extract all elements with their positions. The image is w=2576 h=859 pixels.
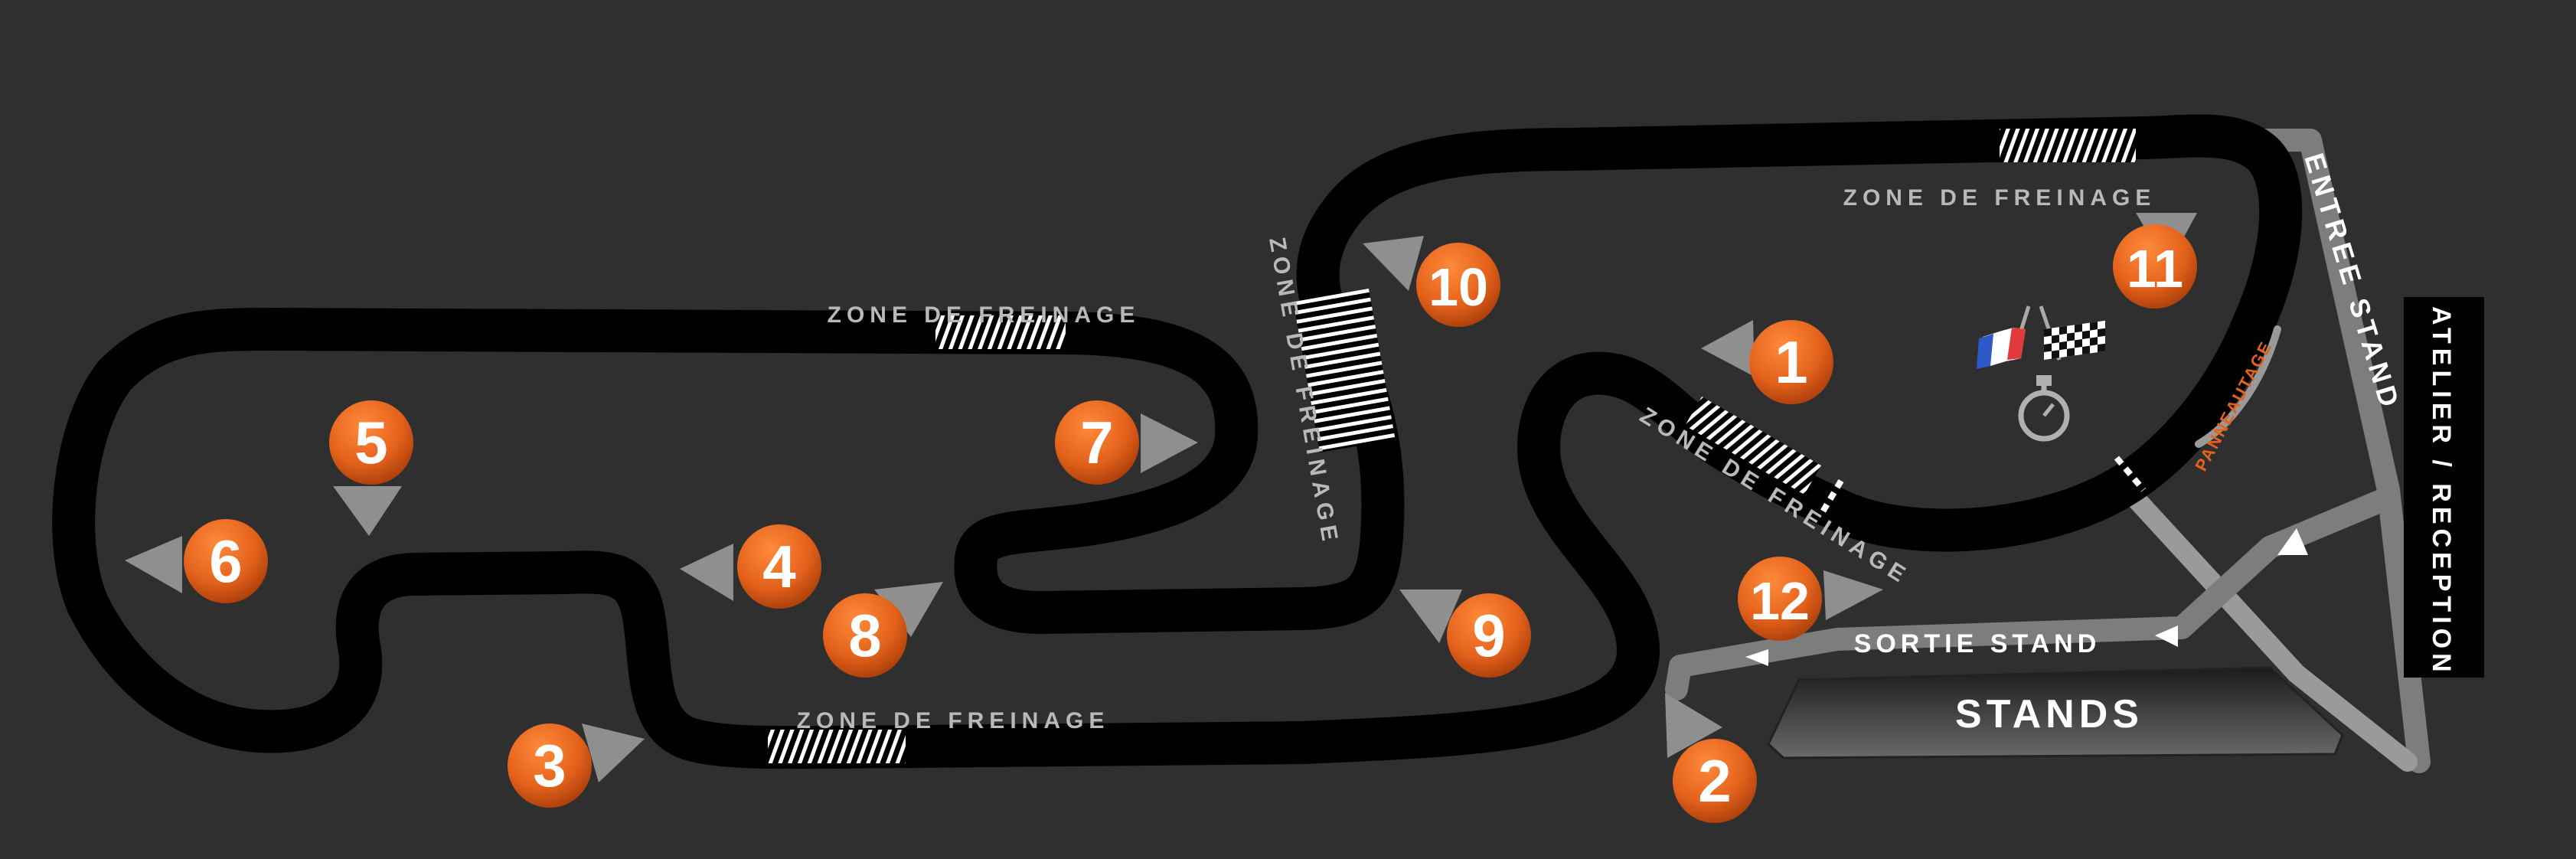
turn-marker-1[interactable]: 1 — [1749, 320, 1833, 404]
arrow-turn-4 — [680, 544, 733, 601]
arrow-turn-7 — [1141, 413, 1198, 473]
turn-marker-3[interactable]: 3 — [508, 723, 592, 808]
arrow-turn-2 — [1665, 693, 1722, 758]
turn-marker-8[interactable]: 8 — [823, 593, 907, 678]
turn-marker-5[interactable]: 5 — [329, 400, 413, 485]
turn-marker-12[interactable]: 12 — [1738, 557, 1822, 641]
arrow-turn-10 — [1363, 236, 1424, 291]
signalling-board-line — [2195, 325, 2281, 448]
turn-markers: 1 2 3 4 5 6 7 8 9 10 11 12 — [184, 224, 2197, 823]
turn-marker-7[interactable]: 7 — [1055, 400, 1139, 485]
hatch-vertical — [1293, 288, 1396, 453]
svg-text:12: 12 — [1750, 571, 1810, 631]
svg-text:9: 9 — [1472, 602, 1505, 669]
svg-text:6: 6 — [209, 527, 242, 595]
svg-text:8: 8 — [848, 602, 881, 669]
turn-marker-10[interactable]: 10 — [1416, 243, 1500, 327]
svg-text:5: 5 — [354, 409, 387, 476]
arrow-turn-8 — [874, 582, 943, 637]
stopwatch-icon — [2018, 375, 2070, 442]
svg-text:4: 4 — [762, 533, 795, 600]
pit-lane-upper — [2112, 474, 2418, 772]
turn-marker-4[interactable]: 4 — [737, 524, 821, 609]
braking-zone-label-top-left: ZONE DE FREINAGE — [828, 302, 1141, 328]
pit-line-markers — [1819, 456, 2147, 515]
race-track — [52, 114, 2303, 769]
pit-exit-label: SORTIE STAND — [1854, 629, 2101, 658]
arrow-turn-12 — [1823, 570, 1883, 620]
hatch-diagonal — [1685, 396, 1821, 495]
turn-marker-2[interactable]: 2 — [1673, 739, 1757, 823]
flags-icon — [1977, 305, 2105, 369]
workshop-label: ATELIER / RECEPTION — [2427, 306, 2456, 677]
arrow-turn-3 — [582, 723, 645, 782]
stands-label: STANDS — [1955, 692, 2143, 737]
hatch-top-right — [2000, 129, 2136, 162]
turn-marker-9[interactable]: 9 — [1447, 593, 1531, 678]
arrow-turn-6 — [125, 536, 182, 593]
hatch-bottom — [768, 730, 906, 763]
braking-zone-label-top-right: ZONE DE FREINAGE — [1843, 185, 2156, 211]
stands-building — [1767, 666, 2344, 759]
svg-text:2: 2 — [1698, 747, 1731, 815]
arrow-turn-5 — [333, 486, 402, 536]
svg-text:3: 3 — [533, 732, 566, 799]
braking-zone-hatches — [768, 129, 2136, 763]
turn-marker-11[interactable]: 11 — [2113, 224, 2197, 309]
svg-text:7: 7 — [1080, 409, 1113, 476]
hatch-top-left — [935, 315, 1066, 349]
svg-text:11: 11 — [2127, 239, 2183, 299]
svg-text:1: 1 — [1774, 328, 1807, 396]
braking-zone-label-bottom: ZONE DE FREINAGE — [797, 708, 1110, 733]
turn-marker-6[interactable]: 6 — [184, 519, 268, 603]
arrow-turn-9 — [1399, 590, 1462, 643]
arrow-turn-1 — [1701, 320, 1755, 377]
svg-text:10: 10 — [1428, 257, 1488, 317]
workshop-box — [2404, 297, 2484, 678]
